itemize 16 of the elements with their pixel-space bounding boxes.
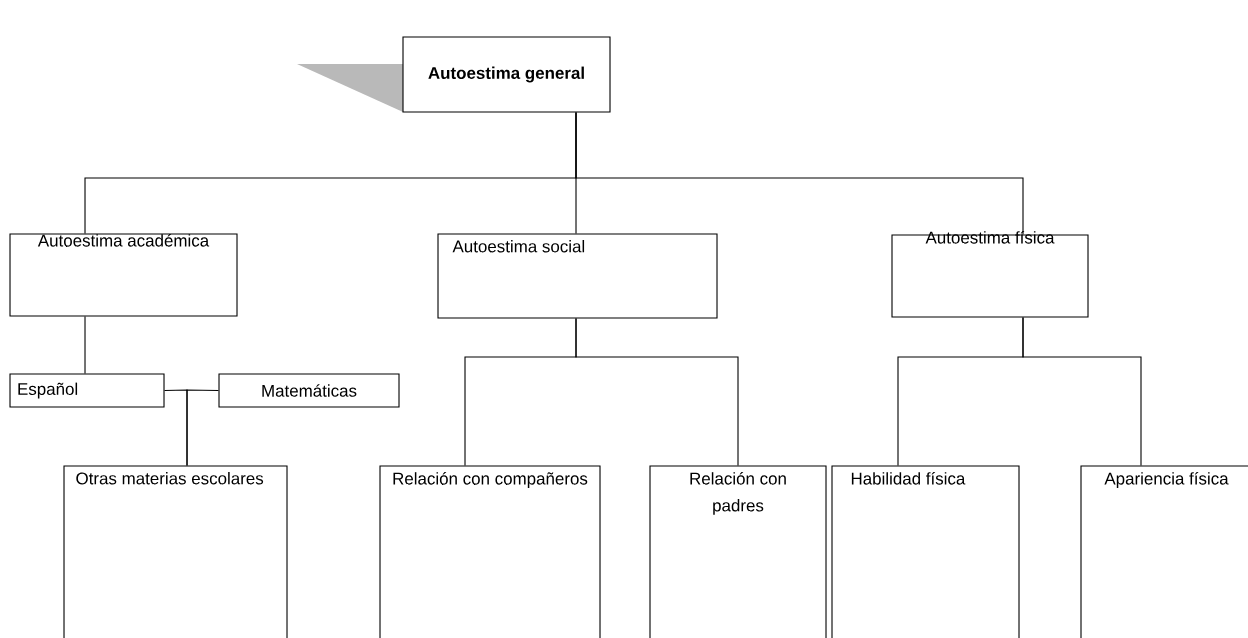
box: Autoestima social xyxy=(437,233,718,319)
box: Relación con compañeros xyxy=(379,465,601,638)
connector-line xyxy=(575,318,739,466)
box: Autoestima general xyxy=(402,36,611,113)
box: Relación con padres xyxy=(649,465,827,638)
box: Otras materias escolares xyxy=(63,465,288,638)
connector-line xyxy=(84,316,86,374)
connector-line xyxy=(575,112,1024,235)
box: Matemáticas xyxy=(218,373,400,408)
box: Español xyxy=(9,373,165,408)
box: Apariencia física xyxy=(1080,465,1248,638)
box: Autoestima académica xyxy=(9,233,238,317)
box: Autoestima física xyxy=(891,231,1089,318)
connector-line xyxy=(1022,317,1142,466)
box: Habilidad física xyxy=(831,465,1020,638)
connector-line xyxy=(186,389,219,466)
